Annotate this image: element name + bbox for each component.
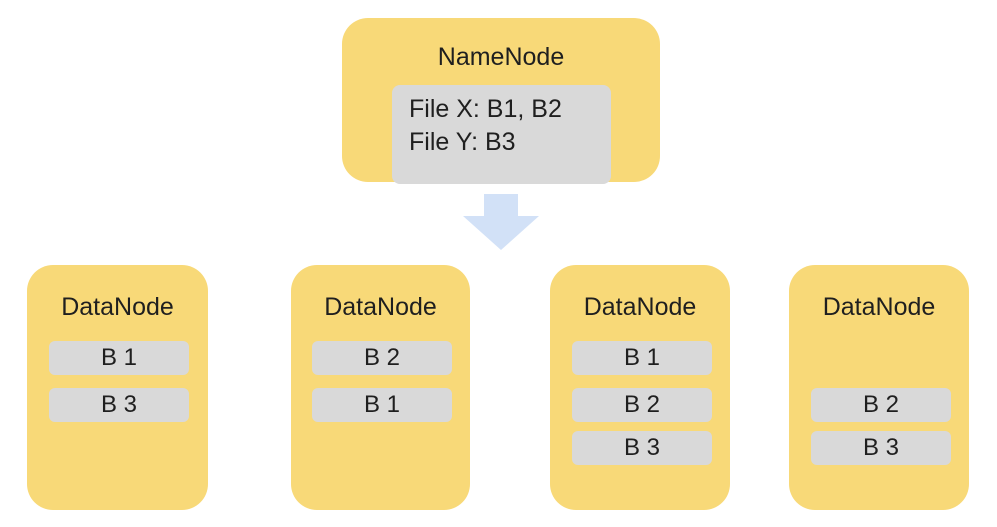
datanode-2: DataNode B 2 B 1 xyxy=(291,265,470,510)
namenode-title: NameNode xyxy=(437,43,565,71)
block-item: B 3 xyxy=(49,388,189,422)
down-arrow-icon xyxy=(463,194,539,250)
datanode-title: DataNode xyxy=(822,293,936,321)
block-item: B 3 xyxy=(572,431,712,465)
block-item: B 2 xyxy=(572,388,712,422)
block-item: B 2 xyxy=(312,341,452,375)
datanode-3: DataNode B 1 B 2 B 3 xyxy=(550,265,730,510)
datanode-title: DataNode xyxy=(583,293,697,321)
namenode-box: NameNode File X: B1, B2 File Y: B3 xyxy=(342,18,660,184)
datanode-title: DataNode xyxy=(324,293,437,321)
datanode-4: DataNode B 2 B 3 xyxy=(789,265,969,510)
file-entry-x: File X: B1, B2 xyxy=(409,95,562,123)
block-item: B 1 xyxy=(572,341,712,375)
namenode-file-table: File X: B1, B2 File Y: B3 xyxy=(392,85,611,184)
datanode-1: DataNode B 1 B 3 xyxy=(27,265,208,510)
block-item: B 1 xyxy=(312,388,452,422)
file-entry-y: File Y: B3 xyxy=(409,128,516,156)
block-item: B 2 xyxy=(811,388,951,422)
datanode-title: DataNode xyxy=(61,293,174,321)
block-item: B 1 xyxy=(49,341,189,375)
block-item: B 3 xyxy=(811,431,951,465)
